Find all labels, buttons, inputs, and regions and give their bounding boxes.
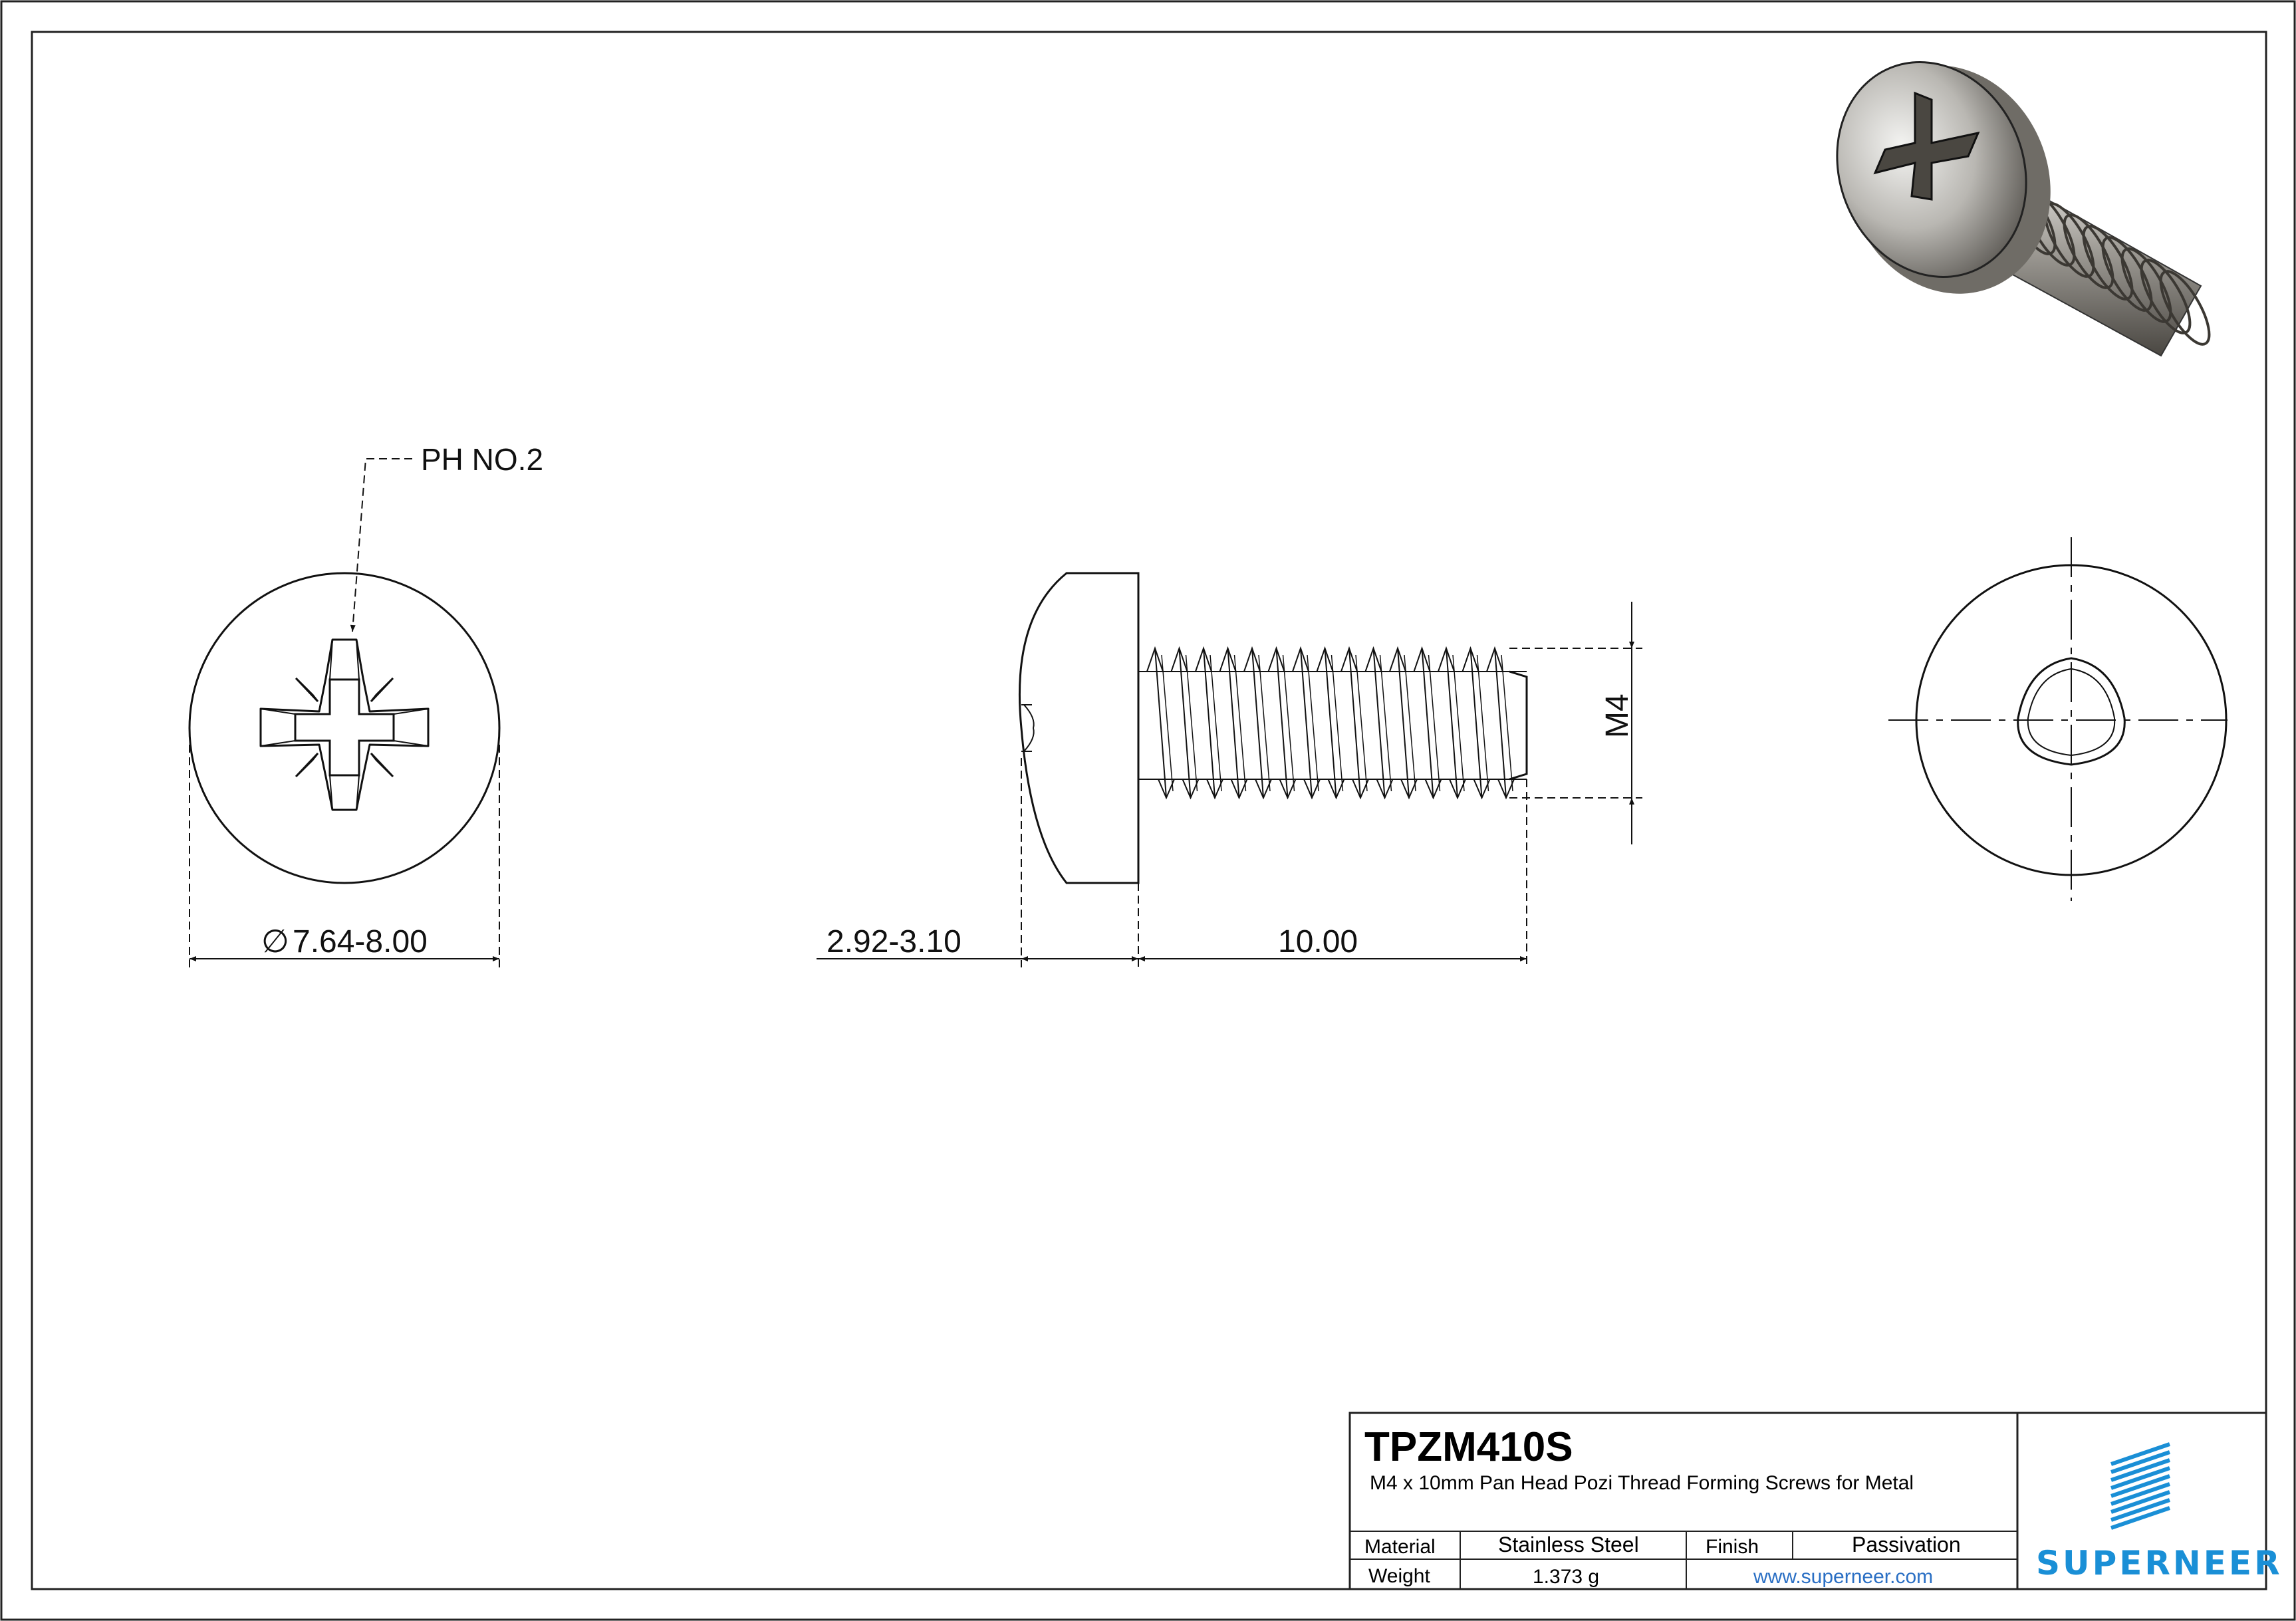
logo-stripe bbox=[2110, 1458, 2170, 1482]
thread-flank bbox=[1379, 654, 1392, 792]
website-link[interactable]: www.superneer.com bbox=[1753, 1566, 1933, 1588]
iso-pozi-recess-icon bbox=[1873, 91, 1980, 201]
shank-tip bbox=[1509, 670, 1528, 781]
iso-thread-ring bbox=[2120, 247, 2172, 323]
sheet-frame bbox=[31, 31, 2267, 1590]
pozi-tick bbox=[370, 752, 394, 778]
thread-flank bbox=[1307, 654, 1319, 792]
slot-recess bbox=[1023, 704, 1035, 752]
thread-flank bbox=[1476, 654, 1489, 792]
drive-label: PH NO.2 bbox=[421, 442, 543, 477]
title-block-frame bbox=[1348, 1412, 2267, 1590]
thread-flank bbox=[1233, 654, 1247, 792]
thread-flank bbox=[1428, 654, 1441, 792]
recess-edge bbox=[356, 639, 360, 680]
recess-edge bbox=[393, 708, 429, 715]
thread-crest-bottom bbox=[1138, 779, 1515, 800]
pozi-tick bbox=[295, 752, 319, 778]
finish-value: Passivation bbox=[1852, 1533, 1961, 1557]
iso-thread-ring bbox=[2159, 270, 2211, 346]
thread-flank bbox=[1282, 654, 1295, 792]
screw-head-profile bbox=[1018, 572, 1140, 884]
thread-flank bbox=[1210, 654, 1222, 792]
thread-flank bbox=[1258, 654, 1271, 792]
logo-stripe bbox=[2110, 1490, 2170, 1514]
recess-edge bbox=[356, 775, 360, 810]
thread-flank bbox=[1404, 654, 1416, 792]
length-value: 10.00 bbox=[1278, 924, 1358, 959]
thread-flank bbox=[1227, 648, 1240, 799]
logo-stripe bbox=[2110, 1442, 2170, 1466]
thread-size-value: M4 bbox=[1600, 693, 1635, 738]
material-label: Material bbox=[1364, 1536, 1436, 1558]
recess-edge bbox=[260, 708, 296, 715]
thread-flank bbox=[1331, 654, 1344, 792]
part-description: M4 x 10mm Pan Head Pozi Thread Forming S… bbox=[1370, 1472, 1914, 1494]
thread-flank bbox=[1452, 654, 1465, 792]
thread-flank bbox=[1154, 648, 1167, 799]
brand-name: SUPERNEER bbox=[2036, 1544, 2283, 1582]
superneer-logo-icon bbox=[2110, 1442, 2170, 1530]
thread-crest-top bbox=[1138, 646, 1503, 672]
iso-thread-ring bbox=[2063, 213, 2114, 289]
recess-edge bbox=[393, 740, 429, 747]
thread-flank bbox=[1324, 648, 1337, 799]
title-block: TPZM410S M4 x 10mm Pan Head Pozi Thread … bbox=[1348, 1412, 2283, 1590]
logo-stripe bbox=[2110, 1506, 2170, 1530]
recess-edge bbox=[260, 740, 296, 747]
thread-flank bbox=[1446, 648, 1458, 799]
logo-stripe bbox=[2110, 1466, 2170, 1490]
thread-flank bbox=[1355, 654, 1368, 792]
thread-flank bbox=[1300, 648, 1313, 799]
thread-flank bbox=[1397, 648, 1410, 799]
logo-stripe bbox=[2110, 1474, 2170, 1498]
head-outline bbox=[188, 572, 501, 884]
iso-thread-ring bbox=[2082, 225, 2134, 301]
thread-flank bbox=[1161, 654, 1174, 792]
iso-thread-ring bbox=[2101, 236, 2153, 312]
front-view: PH NO.2 ∅ 7.64-8.00 bbox=[188, 442, 543, 967]
thread-flank bbox=[1421, 648, 1434, 799]
iso-thread-ring bbox=[2140, 259, 2192, 334]
head-diameter-value: 7.64-8.00 bbox=[293, 924, 428, 959]
drive-leader bbox=[350, 458, 412, 632]
head-height-value: 2.92-3.10 bbox=[827, 924, 961, 959]
thread-flank bbox=[1275, 648, 1289, 799]
logo-stripe bbox=[2110, 1450, 2170, 1474]
part-number: TPZM410S bbox=[1364, 1424, 1573, 1470]
thread-flank bbox=[1501, 654, 1513, 792]
thread-flank bbox=[1494, 648, 1507, 799]
thread-flank bbox=[1251, 648, 1264, 799]
weight-value: 1.373 g bbox=[1533, 1566, 1599, 1588]
finish-label: Finish bbox=[1706, 1536, 1759, 1558]
thread-flank bbox=[1203, 648, 1215, 799]
thread-flank bbox=[1178, 648, 1192, 799]
side-view: M4 2.92-3.10 10.00 bbox=[817, 572, 1642, 967]
thread-flank bbox=[1469, 648, 1483, 799]
recess-edge bbox=[329, 639, 333, 680]
thread-flank bbox=[1348, 648, 1361, 799]
thread-flank bbox=[1185, 654, 1198, 792]
logo-stripe bbox=[2110, 1482, 2170, 1506]
end-view bbox=[1888, 537, 2228, 901]
pozi-tick bbox=[295, 677, 319, 703]
iso-render bbox=[1836, 61, 2211, 357]
pozi-tick bbox=[370, 677, 394, 703]
thread-group bbox=[1138, 646, 1515, 800]
weight-label: Weight bbox=[1368, 1565, 1430, 1587]
thread-flank bbox=[1372, 648, 1386, 799]
diameter-symbol: ∅ bbox=[261, 924, 289, 959]
logo-stripe bbox=[2110, 1498, 2170, 1522]
recess-edge bbox=[329, 775, 333, 810]
material-value: Stainless Steel bbox=[1498, 1533, 1639, 1557]
pozi-recess bbox=[259, 638, 430, 811]
